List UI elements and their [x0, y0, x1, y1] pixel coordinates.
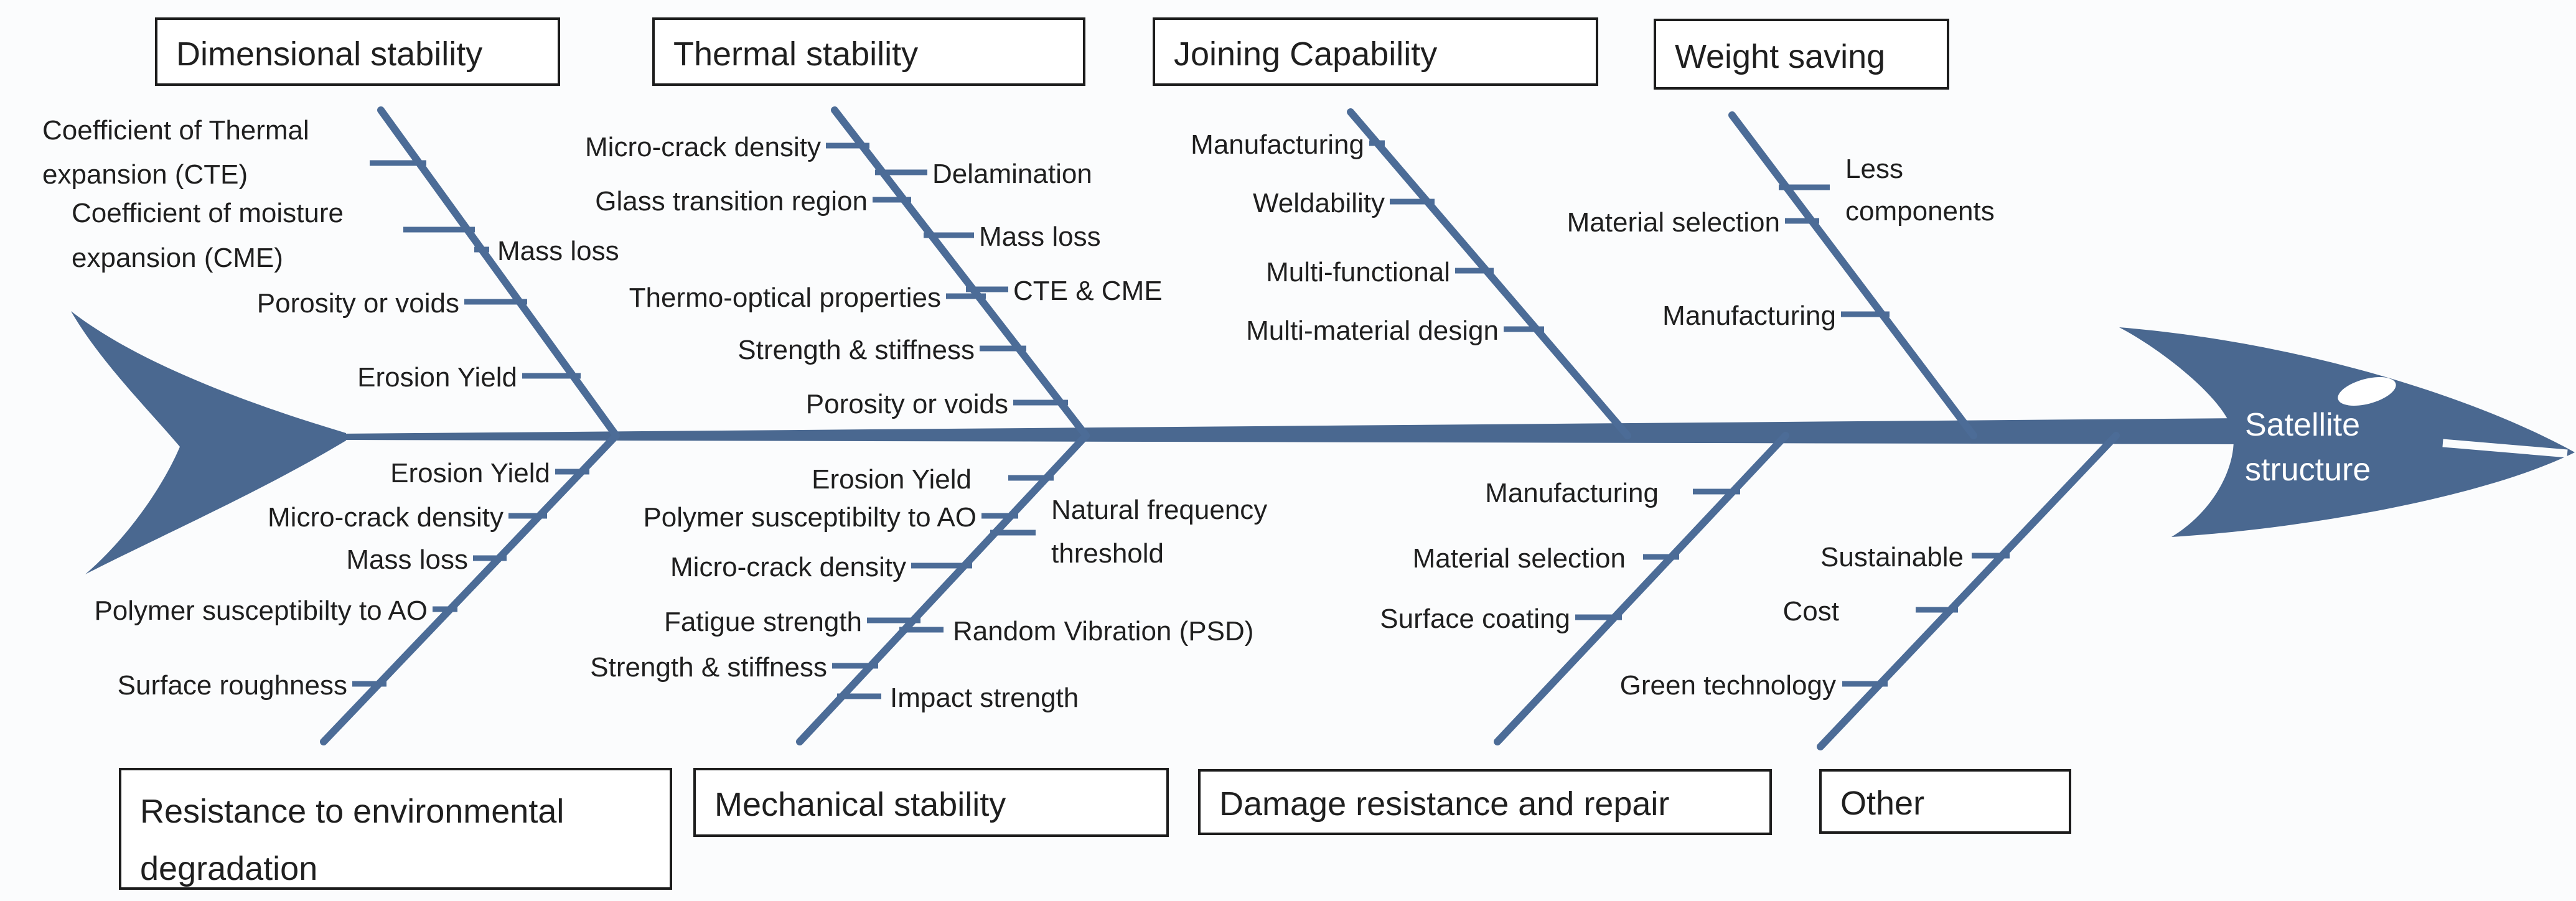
cause-label: Erosion Yield [390, 458, 550, 488]
cause-label: CTE & CME [1013, 276, 1163, 306]
cause-label: components [1845, 196, 1995, 226]
cause-label: Multi-material design [1246, 315, 1499, 346]
branch-thermal-stability: Thermal stability Micro-crack density Gl… [585, 17, 1163, 439]
cause-label: Random Vibration (PSD) [953, 616, 1253, 647]
branch-weight-saving: Weight saving Less components Material s… [1567, 19, 1995, 439]
cause-label: expansion (CME) [72, 243, 283, 273]
cause-label: threshold [1051, 538, 1164, 569]
cause-label: Coefficient of Thermal [42, 115, 309, 146]
cause-label: Polymer susceptibilty to AO [94, 595, 428, 626]
cause-label: Sustainable [1820, 542, 1964, 572]
category-title: Resistance to environmental [140, 793, 564, 830]
branch-line [1817, 432, 2120, 750]
cause-label: Micro-crack density [670, 552, 906, 582]
cause-label: Impact strength [890, 683, 1079, 713]
branch-line [1728, 111, 1977, 439]
category-box-damage-resistance-repair [1198, 769, 1772, 835]
branch-other: Other Sustainable Cost Green technology [1620, 432, 2120, 834]
cause-label: Mass loss [346, 544, 468, 575]
cause-label: Surface coating [1380, 604, 1570, 634]
cause-label: Delamination [932, 159, 1092, 189]
category-title: Joining Capability [1174, 35, 1437, 73]
fish-head-shape [2119, 327, 2575, 537]
category-box-resistance-environmental-degradation [119, 768, 672, 890]
effect-label-line1: Satellite [2245, 407, 2360, 443]
category-title: Dimensional stability [176, 35, 482, 73]
cause-label: Porosity or voids [257, 288, 459, 319]
branch-joining-capability: Joining Capability Manufacturing Weldabi… [1153, 17, 1631, 439]
branch-dimensional-stability: Dimensional stability Coefficient of The… [42, 17, 620, 439]
cause-label: Multi-functional [1266, 257, 1450, 287]
effect-label-line2: structure [2245, 452, 2371, 488]
branch-line [831, 106, 1090, 439]
branch-line [796, 432, 1090, 745]
cause-label: Material selection [1567, 207, 1780, 238]
cause-label: Cost [1783, 596, 1839, 627]
category-title: degradation [140, 850, 317, 887]
category-box-dimensional-stability [155, 17, 560, 86]
cause-label: Green technology [1620, 670, 1836, 701]
fish-eye-icon [2338, 377, 2396, 406]
category-box-thermal-stability [652, 17, 1085, 86]
branch-resistance-environmental-degradation: Resistance to environmental degradation … [94, 432, 672, 890]
cause-label: Strength & stiffness [590, 652, 827, 683]
category-title: Thermal stability [673, 35, 918, 73]
fish-spine [341, 418, 2239, 444]
category-title: Weight saving [1675, 38, 1885, 75]
fish-head: Satellite structure [2119, 327, 2575, 537]
cause-label: Micro-crack density [268, 502, 503, 533]
cause-label: Fatigue strength [664, 607, 862, 637]
branch-damage-resistance-repair: Damage resistance and repair Manufacturi… [1198, 432, 1789, 835]
cause-label: Mass loss [497, 236, 619, 266]
cause-label: Manufacturing [1485, 478, 1659, 508]
cause-label: Weldability [1253, 188, 1385, 218]
cause-label: expansion (CTE) [42, 159, 248, 190]
cause-label: Micro-crack density [585, 132, 821, 162]
cause-label: Polymer susceptibilty to AO [643, 502, 977, 533]
branch-line [1494, 432, 1789, 745]
cause-label: Glass transition region [595, 186, 868, 217]
cause-label: Manufacturing [1191, 129, 1364, 160]
category-box-joining-capability [1153, 17, 1598, 86]
cause-label: Erosion Yield [357, 362, 517, 393]
cause-label: Strength & stiffness [738, 335, 975, 365]
category-box-mechanical-stability [693, 768, 1169, 837]
cause-label: Thermo-optical properties [629, 282, 941, 313]
category-box-weight-saving [1654, 19, 1949, 90]
cause-label: Surface roughness [118, 670, 347, 701]
branch-mechanical-stability: Mechanical stability Erosion Yield Polym… [590, 432, 1267, 837]
cause-label: Natural frequency [1051, 495, 1267, 525]
cause-label: Mass loss [979, 222, 1101, 252]
fish-mouth-icon [2442, 439, 2568, 458]
cause-label: Less [1845, 154, 1903, 184]
category-box-other [1819, 769, 2071, 834]
category-title: Mechanical stability [714, 786, 1006, 823]
cause-label: Material selection [1413, 543, 1626, 574]
cause-label: Porosity or voids [806, 389, 1008, 419]
category-title: Damage resistance and repair [1219, 785, 1669, 823]
cause-label: Manufacturing [1662, 301, 1836, 331]
branch-line [1347, 108, 1631, 439]
cause-label: Coefficient of moisture [72, 198, 344, 228]
branch-line [320, 432, 620, 745]
category-title: Other [1840, 785, 1924, 822]
cause-label: Erosion Yield [812, 464, 972, 495]
fish-tail [71, 311, 346, 574]
